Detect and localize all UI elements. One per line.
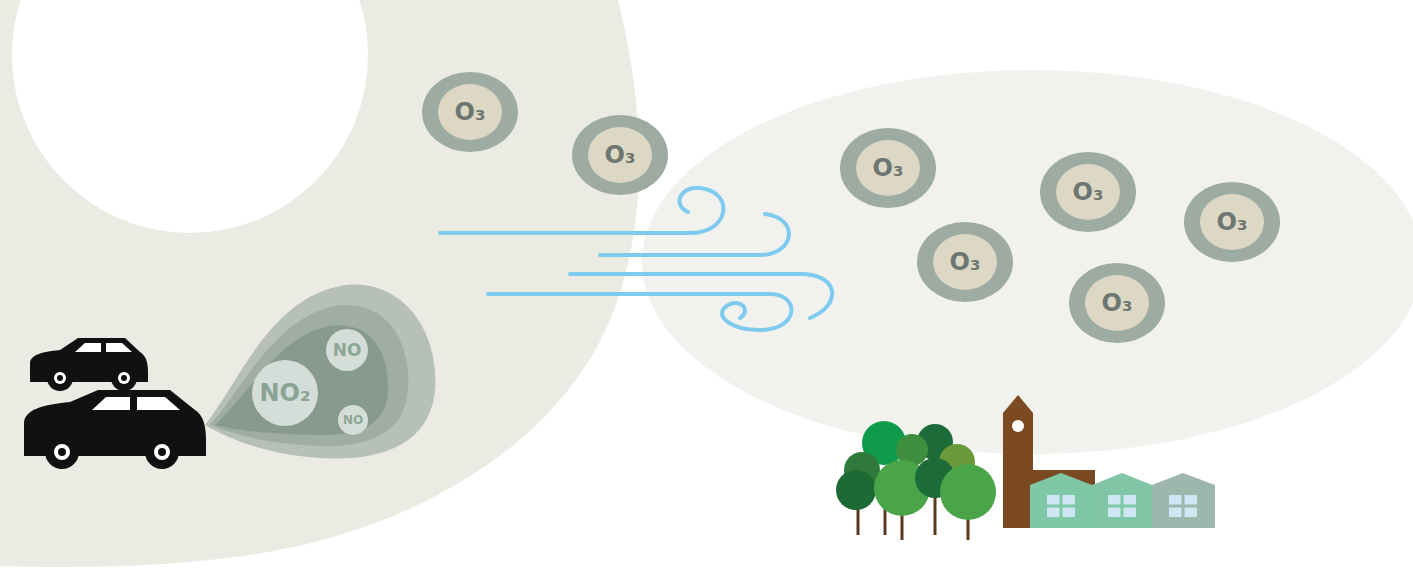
molecule-label: O₃ — [1073, 180, 1104, 204]
molecule-label: O₃ — [1217, 210, 1248, 234]
ozone-molecule: O₃ — [1184, 182, 1280, 262]
molecule-label: NO — [333, 342, 362, 359]
exhaust-plume — [205, 285, 435, 459]
ozone-ring — [1040, 152, 1136, 232]
molecule-label: O₃ — [950, 250, 981, 274]
ozone-ring — [917, 222, 1013, 302]
molecule-label: O₃ — [873, 156, 904, 180]
molecule-circle — [338, 405, 368, 435]
ozone-ring — [1184, 182, 1280, 262]
molecule-label: O₃ — [605, 143, 636, 167]
ozone-molecule: O₃ — [1069, 263, 1165, 343]
ozone-core — [588, 127, 652, 183]
buildings-symbol — [1003, 395, 1215, 528]
molecule-label: O₃ — [1102, 291, 1133, 315]
trees-symbol — [836, 421, 996, 540]
car-symbol — [24, 390, 206, 469]
molecule-label: O₃ — [455, 100, 486, 124]
molecule-circle — [252, 360, 318, 426]
ozone-molecule: O₃ — [840, 128, 936, 208]
ozone-ring — [572, 115, 668, 195]
molecule-label: NO₂ — [260, 381, 311, 405]
ozone-ring — [1069, 263, 1165, 343]
nitrogen-oxide-molecule: NO₂ — [252, 360, 318, 426]
molecule-circle — [326, 329, 368, 371]
ozone-core — [933, 234, 997, 290]
ozone-molecule: O₃ — [1040, 152, 1136, 232]
ozone-core — [1200, 194, 1264, 250]
ozone-core — [438, 84, 502, 140]
cutout-circle — [12, 0, 368, 233]
car-symbol — [30, 338, 148, 391]
molecule-label: NO — [343, 414, 363, 426]
ozone-molecule: O₃ — [422, 72, 518, 152]
ozone-ring — [422, 72, 518, 152]
ozone-core — [1085, 275, 1149, 331]
ozone-core — [1056, 164, 1120, 220]
nitrogen-oxide-molecule: NO — [326, 329, 368, 371]
wind-symbol — [440, 188, 832, 330]
ozone-ring — [840, 128, 936, 208]
ozone-core — [856, 140, 920, 196]
nitrogen-oxide-molecule: NO — [338, 405, 368, 435]
ozone-molecule: O₃ — [917, 222, 1013, 302]
ozone-molecule: O₃ — [572, 115, 668, 195]
ozone-area — [642, 70, 1413, 454]
